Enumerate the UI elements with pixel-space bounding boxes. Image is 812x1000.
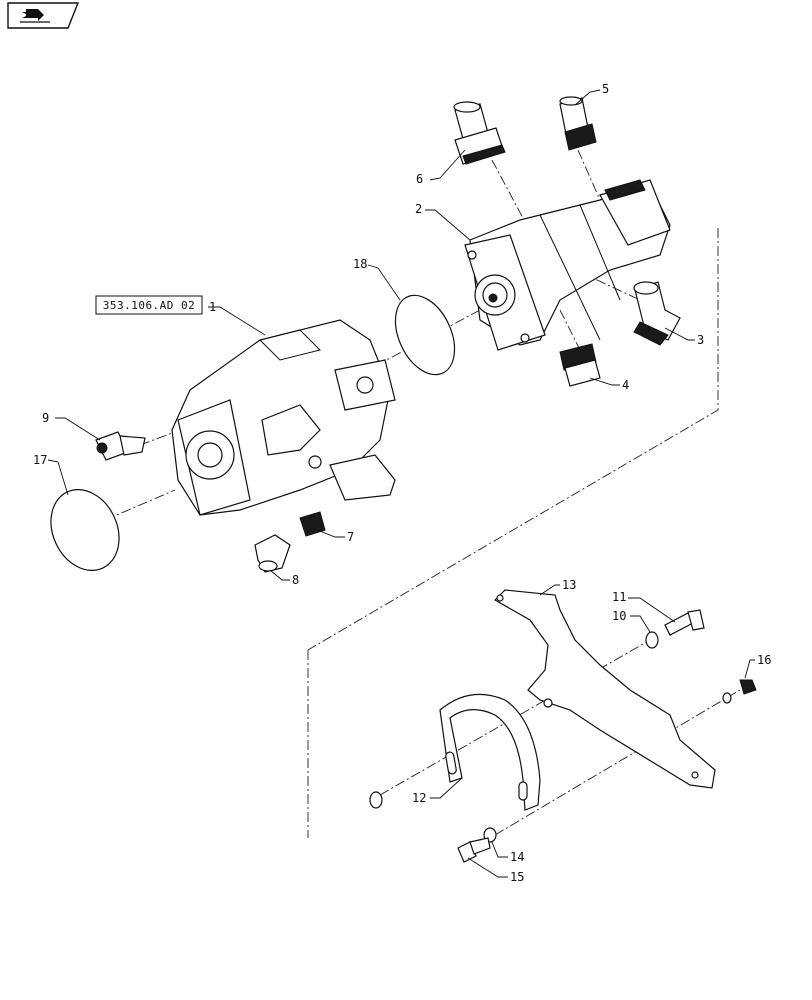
part-6-fitting <box>453 101 506 165</box>
part-8-elbow <box>254 534 291 573</box>
callout-15: 15 <box>510 870 524 884</box>
callout-10: 10 <box>612 609 626 623</box>
centerline-17 <box>104 489 176 521</box>
part-17-o-ring <box>50 489 120 571</box>
callout-14: 14 <box>510 850 524 864</box>
centerline-bracket-lower <box>494 689 741 836</box>
assembly-boundary-upper <box>307 228 719 651</box>
callout-12: 12 <box>412 791 426 805</box>
callout-17: 17 <box>33 453 47 467</box>
callout-9: 9 <box>42 411 49 425</box>
part-13-bracket <box>494 589 716 789</box>
callout-11: 11 <box>612 590 626 604</box>
centerline-bracket-upper <box>379 639 651 796</box>
centerline-5 <box>577 149 601 201</box>
part-15-bolt <box>457 837 491 863</box>
callout-8: 8 <box>292 573 299 587</box>
centerline-9 <box>139 431 176 446</box>
reference-link[interactable]: 353.106.AD 02 <box>95 295 203 315</box>
callout-1: 1 <box>209 300 216 314</box>
callout-3: 3 <box>697 333 704 347</box>
part-18-o-ring <box>394 294 456 376</box>
return-arrow-icon <box>20 9 50 23</box>
part-11-bolt <box>664 609 705 636</box>
part-4-fitting <box>559 343 601 387</box>
part-9-fitting <box>95 431 146 461</box>
centerline-4 <box>559 309 581 351</box>
part-2-motor <box>464 179 671 351</box>
callout-18: 18 <box>353 257 367 271</box>
part-5-fitting <box>559 96 597 151</box>
part-3-elbow-fitting <box>633 281 681 346</box>
callout-5: 5 <box>602 82 609 96</box>
centerline-3 <box>579 271 641 301</box>
callout-2: 2 <box>415 202 422 216</box>
part-10-washer <box>645 631 659 649</box>
callout-7: 7 <box>347 530 354 544</box>
part-7-fitting <box>299 511 326 537</box>
washer-left <box>369 791 383 809</box>
callout-16: 16 <box>757 653 771 667</box>
part-16-washer <box>722 692 732 704</box>
callout-13: 13 <box>562 578 576 592</box>
callout-4: 4 <box>622 378 629 392</box>
part-1-pump <box>171 319 396 516</box>
part-16-nut <box>739 679 757 695</box>
reference-label: 353.106.AD 02 <box>103 299 196 312</box>
callout-6: 6 <box>416 172 423 186</box>
nav-back-button[interactable] <box>7 2 80 29</box>
part-12-strap <box>439 693 541 811</box>
